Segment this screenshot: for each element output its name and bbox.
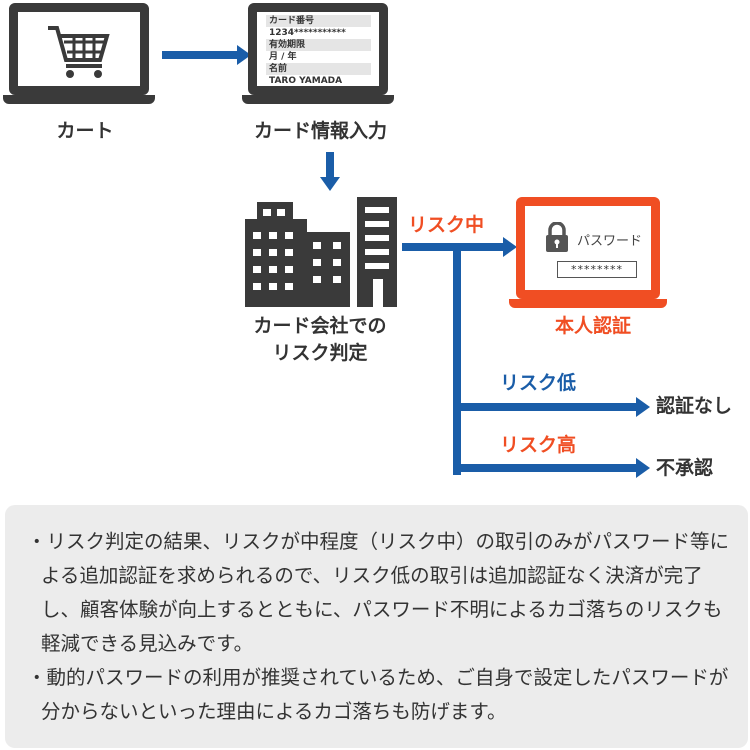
step-risk-label: カード会社での リスク判定 — [230, 313, 410, 367]
branch-low-line — [453, 403, 638, 411]
arrow-head-icon — [503, 237, 517, 257]
name-label: 名前 — [266, 63, 371, 75]
branch-mid-label: リスク中 — [408, 214, 485, 236]
branch-low-label: リスク低 — [500, 372, 577, 394]
password-label: パスワード — [577, 234, 643, 249]
card-number-value: 1234*********** — [269, 28, 346, 38]
branch-vertical-line — [453, 243, 461, 475]
card-input-laptop: カード番号 1234*********** 有効期限 月 / 年 名前 TARO… — [242, 3, 394, 104]
lock-icon — [546, 222, 568, 252]
card-number-label: カード番号 — [266, 15, 371, 27]
arrow-head-icon — [636, 458, 650, 478]
expiry-value: 月 / 年 — [269, 52, 297, 62]
step-auth-label: 本人認証 — [554, 315, 631, 337]
card-company-building-icon — [245, 197, 397, 307]
shopping-cart-icon — [48, 26, 110, 78]
risk-label-line2: リスク判定 — [272, 342, 368, 364]
name-value: TARO YAMADA — [269, 76, 343, 86]
arrow-head-icon — [636, 397, 650, 417]
arrow-line — [162, 51, 238, 59]
password-field: ******** — [557, 261, 637, 278]
no-auth-label: 認証なし — [656, 395, 733, 417]
note-item: 動的パスワードの利用が推奨されているため、ご自身で設定したパスワードが分からない… — [27, 661, 730, 729]
cart-laptop — [3, 3, 155, 104]
notes-box: リスク判定の結果、リスクが中程度（リスク中）の取引のみがパスワード等による追加認… — [5, 505, 748, 748]
risk-label-line1: カード会社での — [253, 315, 387, 337]
note-item: リスク判定の結果、リスクが中程度（リスク中）の取引のみがパスワード等による追加認… — [27, 525, 730, 661]
auth-laptop: パスワード ******** — [509, 197, 667, 308]
arrow-head-icon — [237, 45, 251, 65]
expiry-label: 有効期限 — [266, 39, 371, 51]
arrow-line — [326, 152, 334, 178]
rejected-label: 不承認 — [656, 457, 714, 479]
branch-high-label: リスク高 — [500, 434, 577, 456]
step-cart-label: カート — [56, 120, 114, 142]
branch-high-line — [453, 464, 638, 472]
step-card-input-label: カード情報入力 — [253, 120, 387, 142]
arrow-head-icon — [320, 177, 340, 191]
